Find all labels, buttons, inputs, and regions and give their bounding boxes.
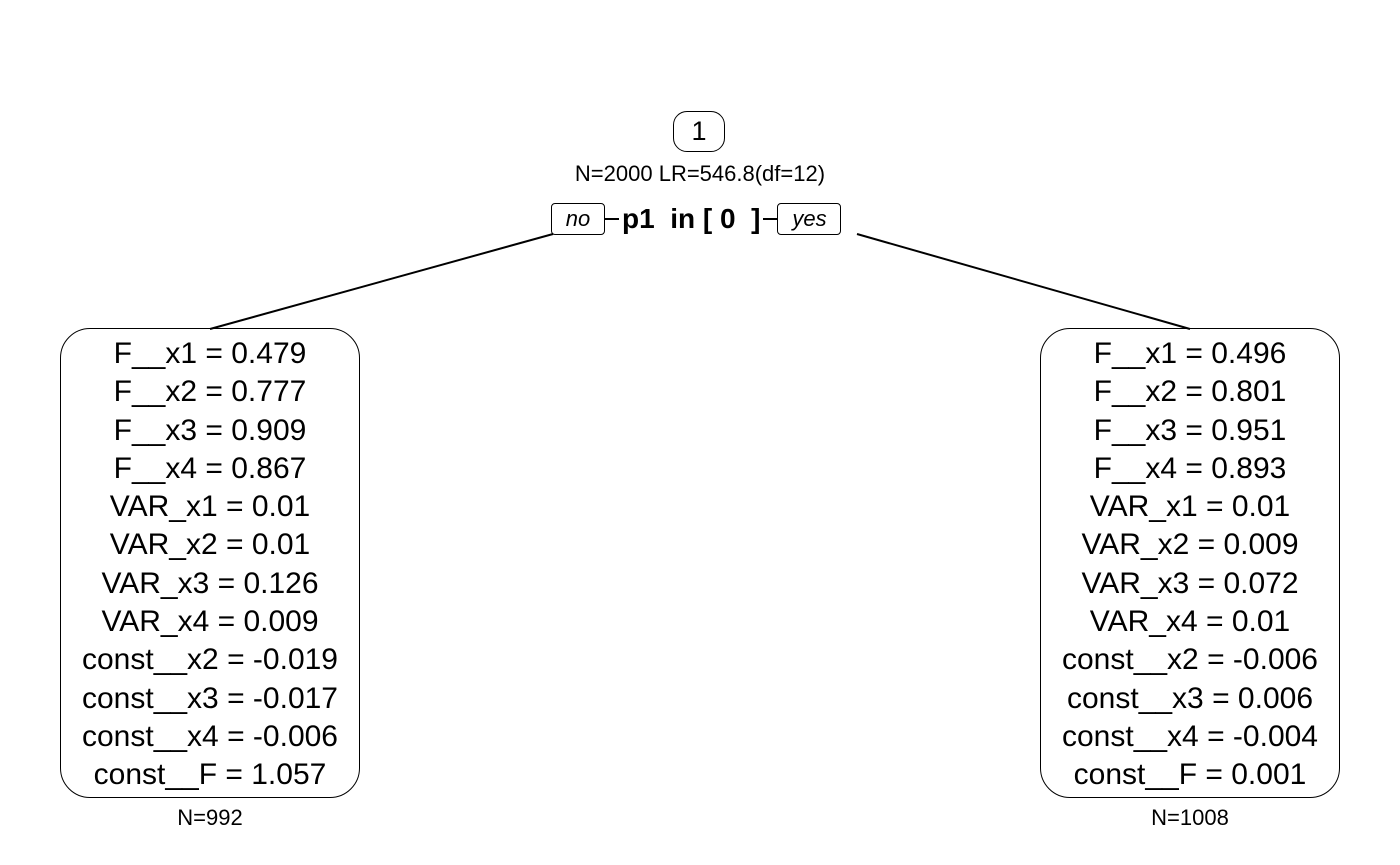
split-rule: p1 in [ 0 ] (622, 203, 761, 234)
leaf-param-line: F__x4 = 0.893 (1093, 451, 1287, 485)
yes-connector (763, 218, 778, 220)
leaf-param-line: F__x1 = 0.479 (113, 337, 307, 370)
leaf-param-line: VAR_x4 = 0.01 (1089, 605, 1291, 639)
leaf-param-line: const__x3 = -0.017 (81, 681, 338, 715)
leaf-param-line: F__x3 = 0.951 (1093, 413, 1287, 447)
edge-no-to-left-leaf (209, 233, 554, 330)
left-leaf-count: N=992 (177, 805, 243, 830)
no-connector (605, 218, 619, 220)
root-node-id: 1 (673, 111, 725, 152)
yes-branch-tag: yes (777, 203, 842, 235)
leaf-param-line: F__x3 = 0.909 (113, 413, 307, 447)
yes-branch-label: yes (792, 206, 827, 231)
left-leaf-node: F__x1 = 0.479 F__x2 = 0.777 F__x3 = 0.90… (60, 328, 360, 798)
no-branch-label: no (565, 206, 591, 231)
leaf-param-line: VAR_x3 = 0.072 (1081, 566, 1299, 600)
right-leaf-node: F__x1 = 0.496 F__x2 = 0.801 F__x3 = 0.95… (1040, 328, 1340, 798)
leaf-param-line: F__x2 = 0.801 (1093, 375, 1287, 409)
leaf-param-line: const__F = 1.057 (93, 758, 327, 792)
leaf-param-line: const__x4 = -0.004 (1061, 719, 1318, 753)
split-rule-row: no p1 in [ 0 ] yes (551, 202, 842, 236)
leaf-param-line: VAR_x1 = 0.01 (1089, 490, 1291, 524)
no-branch-tag: no (551, 203, 605, 235)
leaf-param-line: VAR_x1 = 0.01 (109, 490, 311, 524)
leaf-param-line: VAR_x4 = 0.009 (101, 605, 319, 639)
leaf-param-line: F__x4 = 0.867 (113, 451, 307, 485)
leaf-param-line: const__x3 = 0.006 (1066, 681, 1314, 715)
root-node-id-text: 1 (691, 116, 707, 146)
leaf-param-line: const__x2 = -0.006 (1061, 643, 1318, 677)
leaf-param-line: VAR_x2 = 0.009 (1081, 528, 1299, 562)
right-leaf-count: N=1008 (1151, 805, 1229, 830)
leaf-param-line: const__x2 = -0.019 (81, 643, 338, 677)
leaf-param-line: F__x1 = 0.496 (1093, 337, 1287, 370)
root-node-stats: N=2000 LR=546.8(df=12) (574, 161, 826, 186)
leaf-param-line: VAR_x2 = 0.01 (109, 528, 311, 562)
edge-yes-to-right-leaf (856, 233, 1191, 330)
leaf-param-line: const__x4 = -0.006 (81, 719, 338, 753)
leaf-param-line: const__F = 0.001 (1073, 758, 1307, 792)
leaf-param-line: F__x2 = 0.777 (113, 375, 307, 409)
leaf-param-line: VAR_x3 = 0.126 (101, 566, 319, 600)
